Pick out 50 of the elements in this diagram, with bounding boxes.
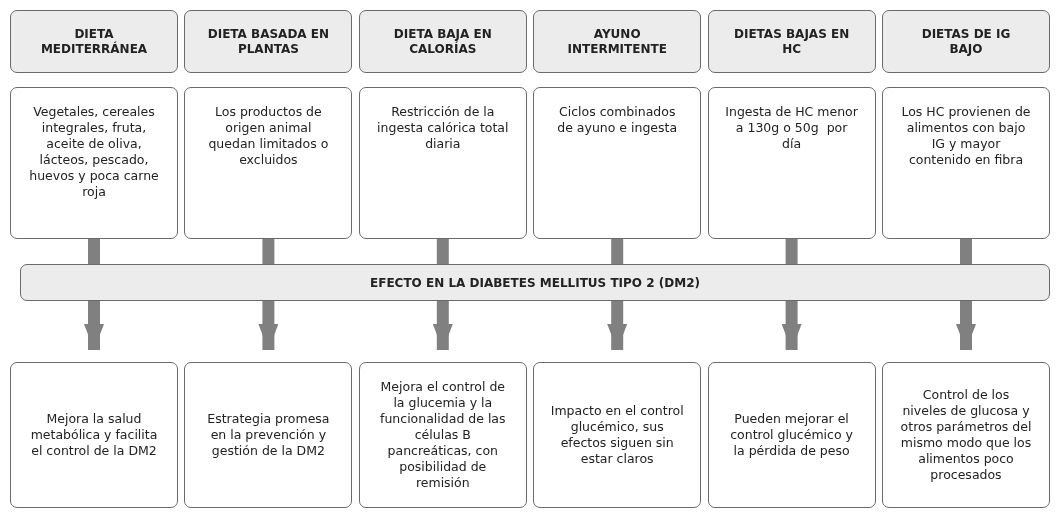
diet-header-box	[358, 10, 527, 73]
body-text: Mejora la salud metabólica y facilita el control de la DM2	[29, 411, 159, 459]
body-text: Control de los niveles de glucosa y otros parámetros del mismo modo que los alimentos poco procesados	[899, 387, 1033, 483]
effect-box	[707, 362, 876, 508]
description-box	[10, 87, 178, 239]
effect-band	[20, 264, 1050, 301]
body-text: Los productos de origen animal quedan limitados o excluidos	[207, 104, 330, 168]
body-text: Impacto en el control glucémico, sus efectos siguen sin estar claros	[550, 403, 685, 467]
connector-bar	[436, 239, 449, 264]
diet-header-box	[882, 10, 1050, 73]
body-text: Pueden mejorar el control glucémico y la pérdida de peso	[729, 411, 854, 459]
effect-box	[882, 362, 1050, 508]
body-text: Los HC provienen de alimentos con bajo IG y mayor contenido en fibra	[900, 104, 1032, 168]
arrow	[84, 301, 104, 350]
description-box	[707, 87, 876, 239]
body-text: Estrategia promesa en la prevención y gestión de la DM2	[206, 411, 331, 459]
heading-text: AYUNO INTERMITENTE	[566, 26, 668, 57]
diet-header-box	[707, 10, 876, 73]
description-box	[533, 87, 702, 239]
body-text: Ingesta de HC menor a 130g o 50g por día	[724, 104, 859, 152]
body-text: Ciclos combinados de ayuno e ingesta	[556, 104, 679, 136]
description-box	[882, 87, 1050, 239]
description-box	[184, 87, 353, 239]
description-box	[358, 87, 527, 239]
body-text: Vegetales, cereales integrales, fruta, aceite de oliva, lácteos, pescado, huevos y poca carne roja	[28, 104, 160, 200]
heading-text: DIETA BAJA EN CALORÍAS	[392, 26, 493, 57]
effect-box	[358, 362, 527, 508]
arrow	[258, 301, 279, 350]
heading-text: DIETAS BAJAS EN HC	[732, 26, 851, 57]
heading-text: DIETA MEDITERRÁNEA	[39, 26, 149, 57]
arrow	[607, 301, 628, 350]
connector-bar	[262, 239, 275, 264]
connector-bar	[88, 239, 100, 264]
diet-header-box	[184, 10, 353, 73]
connector-bar	[611, 239, 624, 264]
body-text: Restricción de la ingesta calórica total diaria	[376, 104, 510, 152]
diet-header-box	[10, 10, 178, 73]
arrow	[956, 301, 976, 350]
effect-box	[10, 362, 178, 508]
body-text: Mejora el control de la glucemia y la funcionalidad de las células B pancreáticas, con posibilidad de remisión	[379, 379, 507, 491]
effect-box	[184, 362, 353, 508]
heading-text: DIETAS DE IG BAJO	[920, 26, 1012, 57]
heading-text: DIETA BASADA EN PLANTAS	[207, 26, 330, 57]
diet-header-box	[533, 10, 702, 73]
arrow	[432, 301, 453, 350]
connector-bar	[960, 239, 972, 264]
effect-box	[533, 362, 702, 508]
heading-text: EFECTO EN LA DIABETES MELLITUS TIPO 2 (DM2)	[370, 275, 700, 290]
connector-bar	[785, 239, 798, 264]
arrow	[781, 301, 802, 350]
